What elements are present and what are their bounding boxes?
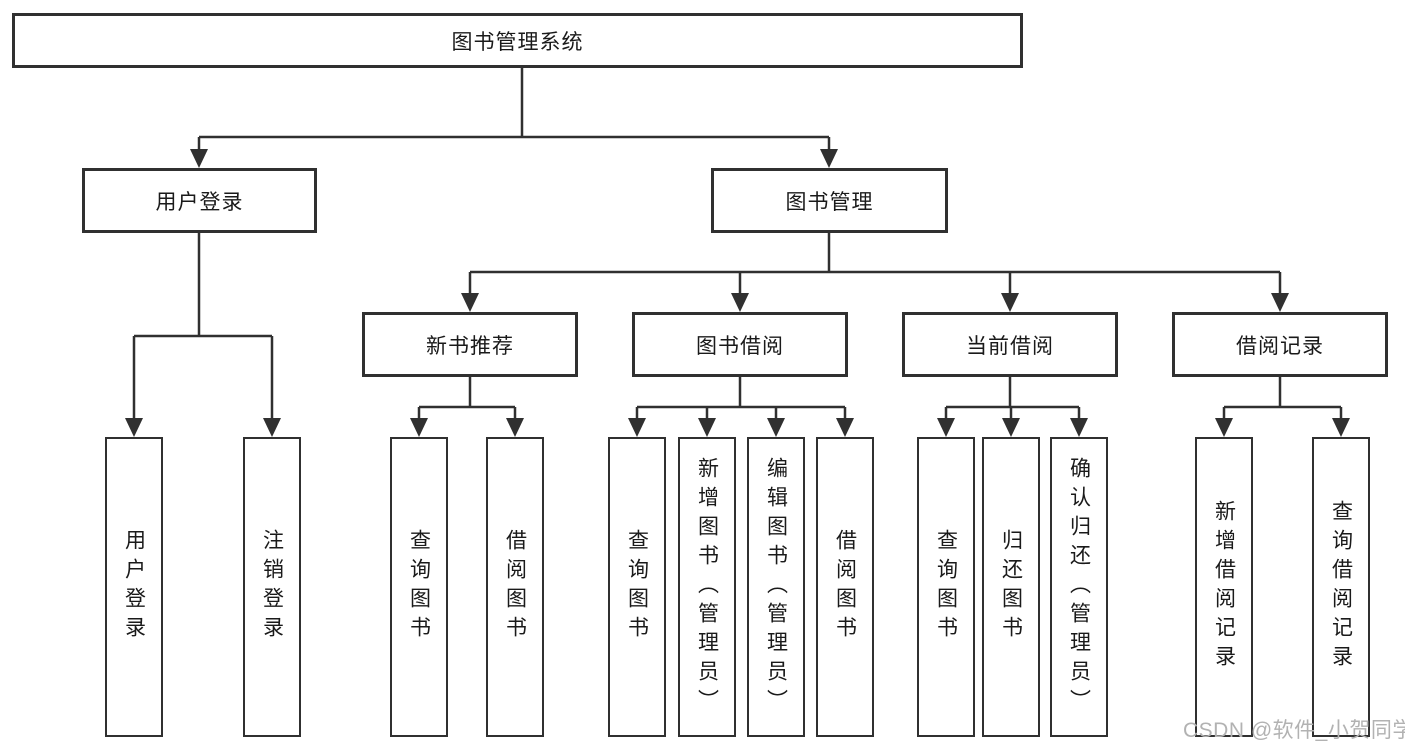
- diagram-node-current-borrow-label: 当前借阅: [966, 334, 1054, 358]
- diagram-leaf-user-login: 用户登录: [105, 437, 163, 737]
- diagram-leaf-edit-books-admin-label: 编辑图书（管理员）: [764, 456, 788, 718]
- diagram-leaf-borrow-books-1: 借阅图书: [486, 437, 544, 737]
- diagram-leaf-logout: 注销登录: [243, 437, 301, 737]
- tree-edges: [132, 68, 1343, 420]
- diagram-leaf-query-books-1-label: 查询图书: [407, 529, 431, 645]
- diagram-leaf-borrow-books-1-label: 借阅图书: [503, 529, 527, 645]
- diagram-leaf-add-books-admin-label: 新增图书（管理员）: [695, 456, 719, 718]
- csdn-watermark: CSDN @软件_小贺同学: [1183, 719, 1405, 742]
- diagram-node-user-login-label: 用户登录: [155, 190, 244, 214]
- diagram-leaf-return-books: 归还图书: [982, 437, 1040, 737]
- diagram-node-new-book-recommend-label: 新书推荐: [426, 334, 514, 358]
- diagram-leaf-logout-label: 注销登录: [260, 529, 284, 645]
- diagram-node-book-borrow: 图书借阅: [632, 312, 848, 377]
- diagram-leaf-confirm-return-admin-label: 确认归还（管理员）: [1067, 456, 1091, 718]
- diagram-leaf-query-books-3: 查询图书: [917, 437, 975, 737]
- diagram-leaf-query-borrow-record-label: 查询借阅记录: [1329, 500, 1353, 674]
- diagram-node-book-management-label: 图书管理: [785, 190, 874, 214]
- diagram-leaf-borrow-books-2: 借阅图书: [816, 437, 874, 737]
- diagram-leaf-query-books-3-label: 查询图书: [934, 529, 958, 645]
- diagram-leaf-query-books-2-label: 查询图书: [625, 529, 649, 645]
- diagram-leaf-edit-books-admin: 编辑图书（管理员）: [747, 437, 805, 737]
- diagram-leaf-borrow-books-2-label: 借阅图书: [833, 529, 857, 645]
- diagram-leaf-confirm-return-admin: 确认归还（管理员）: [1050, 437, 1108, 737]
- diagram-node-root-label: 图书管理系统: [451, 30, 584, 54]
- diagram-node-book-borrow-label: 图书借阅: [696, 334, 784, 358]
- diagram-leaf-query-borrow-record: 查询借阅记录: [1312, 437, 1370, 737]
- diagram-node-borrow-records-label: 借阅记录: [1236, 334, 1324, 358]
- diagram-node-new-book-recommend: 新书推荐: [362, 312, 578, 377]
- diagram-node-root: 图书管理系统: [12, 13, 1023, 68]
- diagram-node-current-borrow: 当前借阅: [902, 312, 1118, 377]
- diagram-leaf-add-borrow-record-label: 新增借阅记录: [1212, 500, 1236, 674]
- diagram-leaf-return-books-label: 归还图书: [999, 529, 1023, 645]
- diagram-leaf-add-books-admin: 新增图书（管理员）: [678, 437, 736, 737]
- diagram-node-borrow-records: 借阅记录: [1172, 312, 1388, 377]
- diagram-leaf-query-books-1: 查询图书: [390, 437, 448, 737]
- diagram-leaf-user-login-label: 用户登录: [122, 529, 146, 645]
- diagram-node-book-management: 图书管理: [711, 168, 948, 233]
- diagram-node-user-login: 用户登录: [82, 168, 317, 233]
- diagram-leaf-add-borrow-record: 新增借阅记录: [1195, 437, 1253, 737]
- arrowhead-icons: [125, 149, 1350, 437]
- diagram-leaf-query-books-2: 查询图书: [608, 437, 666, 737]
